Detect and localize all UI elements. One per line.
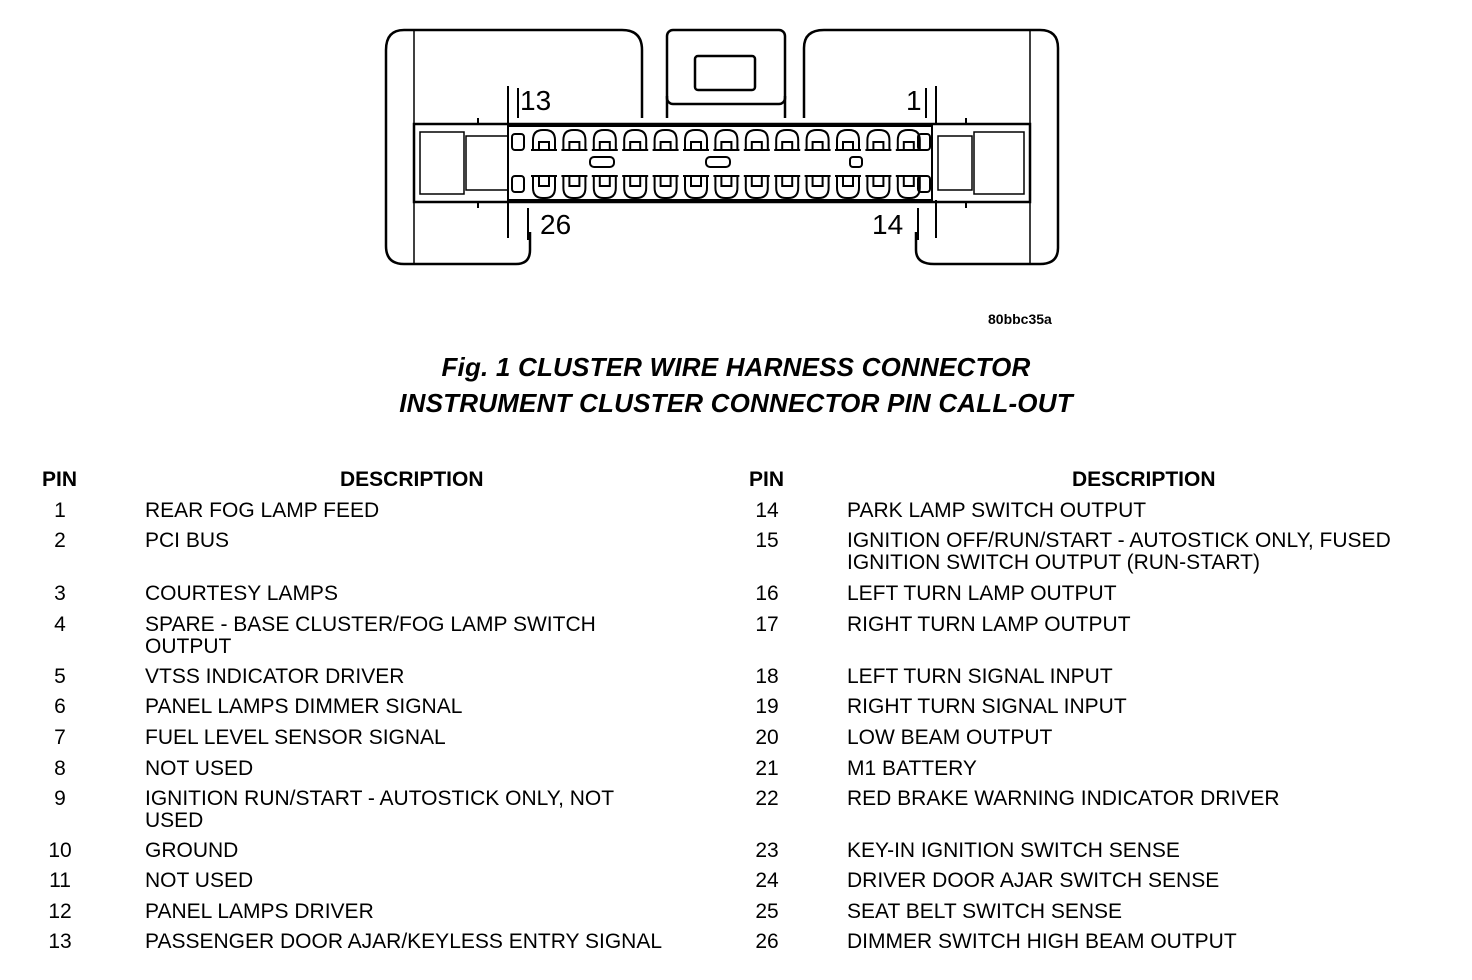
right-pin-header: PIN [749, 468, 785, 491]
pin-description: LEFT TURN LAMP OUTPUT [847, 582, 1117, 605]
connector-housing [384, 28, 644, 266]
connector-latch [665, 28, 787, 106]
pin-description: PANEL LAMPS DRIVER [145, 900, 374, 923]
pin-description: SEAT BELT SWITCH SENSE [847, 900, 1123, 923]
figure-caption: Fig. 1 CLUSTER WIRE HARNESS CONNECTOR [441, 352, 1031, 382]
pin-number: 16 [755, 582, 779, 605]
pin-description: KEY-IN IGNITION SWITCH SENSE [847, 839, 1180, 862]
connector-housing-right [802, 28, 1060, 266]
pin-description: PARK LAMP SWITCH OUTPUT [847, 499, 1147, 522]
pin-cavity [561, 175, 588, 199]
pin-cavity [865, 129, 892, 151]
bottom-pin-row [531, 175, 922, 199]
pin-number: 4 [54, 613, 66, 636]
pin-cavity [652, 175, 679, 199]
pin-cavity [591, 175, 618, 199]
pin-number: 2 [54, 529, 66, 552]
pin-description: IGNITION RUN/START - AUTOSTICK ONLY, NOT… [145, 787, 614, 832]
pin-description: IGNITION OFF/RUN/START - AUTOSTICK ONLY,… [847, 529, 1391, 574]
pin-cavity [804, 129, 831, 151]
pin-number: 18 [755, 665, 779, 688]
pin-number: 10 [48, 839, 72, 862]
pin-cavity [683, 129, 709, 151]
figure-subcaption: INSTRUMENT CLUSTER CONNECTOR PIN CALL-OU… [399, 388, 1073, 418]
pin-description: GROUND [145, 839, 239, 862]
pin-cavity [622, 129, 649, 151]
pin-label-26: 26 [540, 209, 571, 240]
pin-number: 26 [755, 930, 779, 953]
pin-description: FUEL LEVEL SENSOR SIGNAL [145, 726, 446, 749]
pin-number: 13 [48, 930, 72, 953]
pin-description: M1 BATTERY [847, 757, 977, 780]
pin-cavity [531, 175, 557, 199]
pin-cavity [713, 129, 740, 151]
pin-description: RIGHT TURN SIGNAL INPUT [847, 695, 1127, 718]
pin-number: 12 [48, 900, 72, 923]
top-pin-row [531, 129, 922, 151]
pin-cavity [835, 175, 861, 199]
pin-number: 24 [755, 869, 779, 892]
pin-number: 19 [755, 695, 779, 718]
pin-number: 9 [54, 787, 66, 810]
pin-number: 23 [755, 839, 779, 862]
pin-description: DIMMER SWITCH HIGH BEAM OUTPUT [847, 930, 1237, 953]
pin-number: 8 [54, 757, 66, 780]
pin-cavity [774, 175, 801, 199]
pin-cavity [865, 175, 892, 199]
pin-number: 11 [49, 869, 71, 892]
pin-cavity [774, 129, 801, 151]
pin-number: 20 [755, 726, 779, 749]
pin-number: 7 [54, 726, 66, 749]
pin-cavity [804, 175, 831, 199]
left-description-header: DESCRIPTION [340, 468, 484, 491]
left-pin-header: PIN [42, 468, 78, 491]
pin-description: NOT USED [145, 757, 254, 780]
image-code: 80bbc35a [988, 311, 1052, 327]
pin-description: REAR FOG LAMP FEED [145, 499, 380, 522]
pin-description: NOT USED [145, 869, 254, 892]
pin-number: 15 [755, 529, 779, 552]
pin-cavity [561, 129, 588, 151]
pin-cavity [622, 175, 649, 199]
pin-number: 3 [54, 582, 66, 605]
pin-number: 21 [755, 757, 779, 780]
right-description-header: DESCRIPTION [1072, 468, 1216, 491]
pin-description: LEFT TURN SIGNAL INPUT [847, 665, 1113, 688]
connector-diagram: 13 1 26 14 [384, 28, 1060, 266]
pin-description: PCI BUS [145, 529, 230, 552]
pin-cavity [591, 129, 618, 151]
pin-number: 1 [54, 499, 66, 522]
pin-description: DRIVER DOOR AJAR SWITCH SENSE [847, 869, 1220, 892]
pin-number: 17 [755, 613, 779, 636]
pin-description: VTSS INDICATOR DRIVER [145, 665, 405, 688]
pin-description: PANEL LAMPS DIMMER SIGNAL [145, 695, 463, 718]
pin-number: 14 [755, 499, 779, 522]
pin-cavity [835, 129, 861, 151]
pin-cavity [743, 175, 770, 199]
pin-description: SPARE - BASE CLUSTER/FOG LAMP SWITCH OUT… [145, 613, 596, 658]
pin-cavity [652, 129, 679, 151]
pin-cavity [895, 129, 922, 151]
pin-number: 22 [755, 787, 779, 810]
pin-description: COURTESY LAMPS [145, 582, 338, 605]
connector-body [412, 122, 1032, 204]
pin-description: RIGHT TURN LAMP OUTPUT [847, 613, 1131, 636]
pin-description: LOW BEAM OUTPUT [847, 726, 1053, 749]
pin-number: 6 [54, 695, 66, 718]
pin-label-14: 14 [872, 209, 903, 240]
pin-label-1: 1 [906, 85, 922, 116]
pin-cavity [531, 129, 557, 151]
pin-cavity [743, 129, 770, 151]
pin-cavity [713, 175, 740, 199]
pin-number: 25 [755, 900, 779, 923]
pin-description: RED BRAKE WARNING INDICATOR DRIVER [847, 787, 1280, 810]
pin-number: 5 [54, 665, 66, 688]
pin-label-13: 13 [520, 85, 551, 116]
pin-cavity [683, 175, 709, 199]
pin-description: PASSENGER DOOR AJAR/KEYLESS ENTRY SIGNAL [145, 930, 663, 953]
